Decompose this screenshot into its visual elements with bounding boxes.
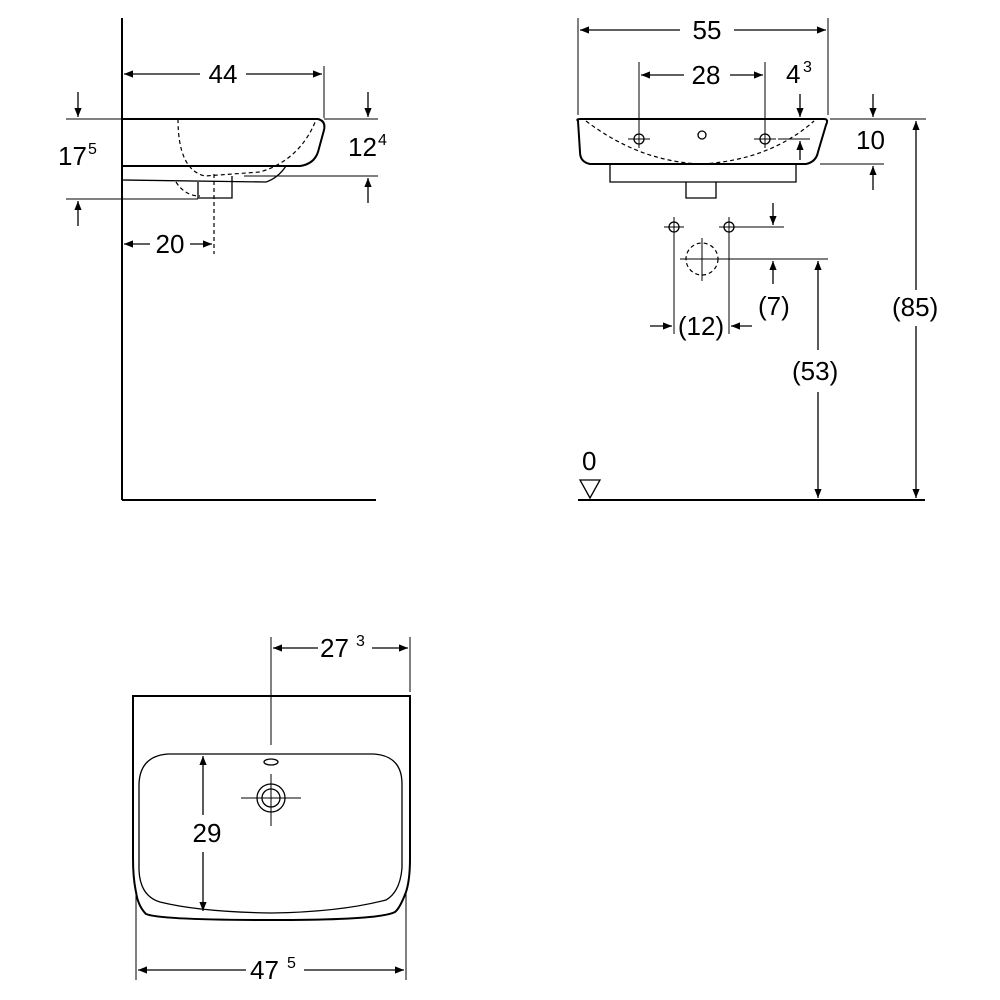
- top-width-sup: 5: [287, 955, 296, 972]
- drain-top-icon: [241, 774, 301, 826]
- front-width-label: 55: [693, 15, 722, 45]
- side-height-right-label: 12: [348, 132, 377, 162]
- top-bowl-depth-label: 29: [193, 818, 222, 848]
- side-width-label: 44: [209, 59, 238, 89]
- supply-valve-left-icon: [664, 217, 684, 237]
- basin-front: [576, 118, 829, 165]
- basin-front-base: [609, 164, 797, 183]
- side-view: 44 17 5 12 4 20: [58, 18, 387, 501]
- floor-level-label: 0: [582, 446, 596, 476]
- overflow-top-icon: [263, 758, 279, 766]
- waste-outlet-icon: [680, 238, 724, 281]
- top-view: 27 3 29 47 5: [132, 633, 411, 985]
- side-height-left-sup: 5: [88, 141, 97, 158]
- basin-underside: [121, 165, 287, 183]
- front-supply-spacing-label: (12): [678, 311, 724, 341]
- basin-profile: [122, 118, 326, 167]
- side-height-left-label: 17: [58, 141, 87, 171]
- front-hole-spacing-label: 28: [692, 60, 721, 90]
- side-height-right-sup: 4: [378, 132, 387, 149]
- front-view: 0 55 28 4: [576, 15, 938, 501]
- floor-level-icon: [578, 479, 602, 500]
- overflow-hole-icon: [697, 130, 707, 140]
- tap-hole-right-icon: [754, 130, 776, 148]
- drain-pipe-front: [685, 182, 717, 199]
- supply-valve-right-icon: [719, 217, 739, 237]
- drain-hidden-line: [175, 181, 201, 197]
- front-supply-drop-label: (7): [758, 291, 790, 321]
- top-width-label: 47: [250, 955, 279, 985]
- bowl-top-outline: [138, 753, 403, 914]
- front-rim-height-label: (85): [892, 292, 938, 322]
- top-tap-offset-label: 27: [320, 633, 349, 663]
- tap-hole-left-icon: [628, 130, 650, 148]
- front-drain-height-label: (53): [792, 356, 838, 386]
- front-rim-thickness-label: 10: [856, 125, 885, 155]
- drain-pipe-side: [197, 176, 233, 199]
- top-tap-offset-sup: 3: [356, 633, 365, 650]
- bowl-front-hidden: [585, 120, 815, 165]
- front-rim-offset-label: 4: [786, 59, 800, 89]
- bowl-hidden-line: [177, 118, 317, 177]
- front-rim-offset-sup: 3: [803, 59, 812, 76]
- side-drain-offset-label: 20: [156, 229, 185, 259]
